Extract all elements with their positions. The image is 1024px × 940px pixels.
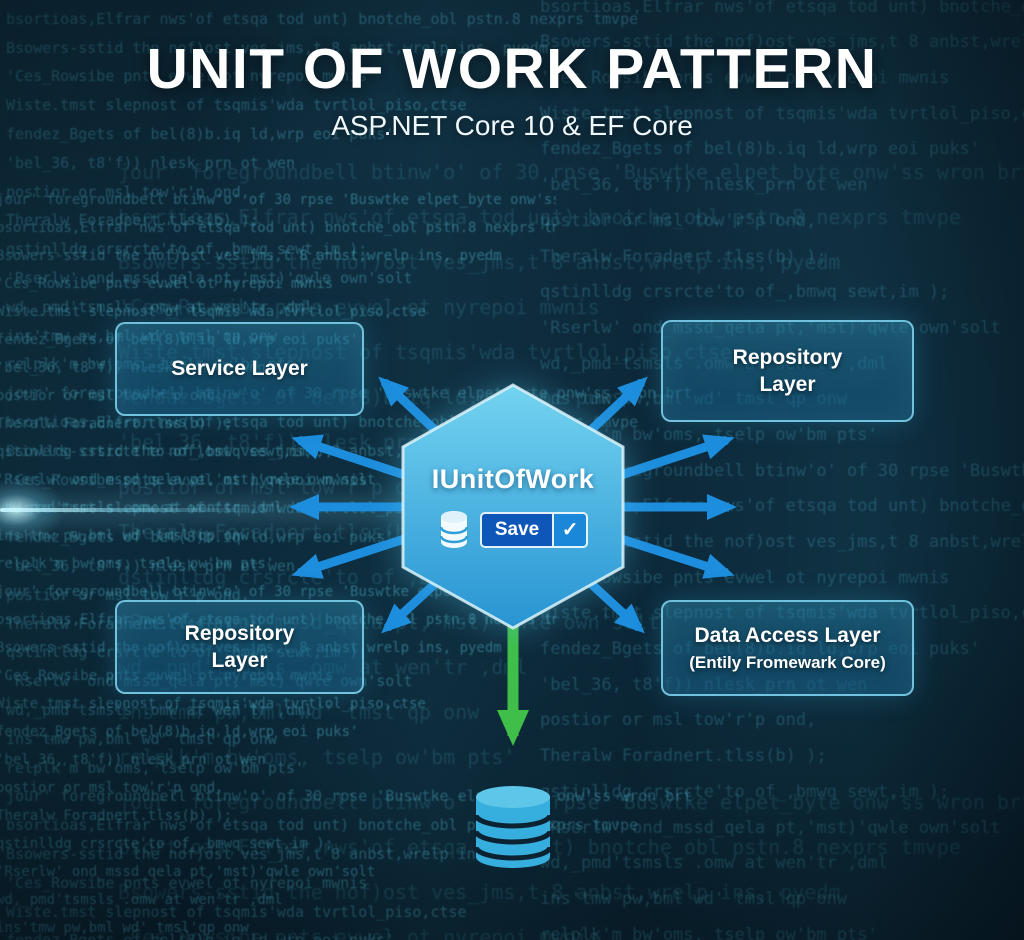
box-repository-layer-top: Repository Layer	[661, 320, 914, 422]
box-label: Layer	[211, 649, 268, 672]
box-label: Repository	[184, 621, 295, 645]
page-subtitle: ASP.NET Core 10 & EF Core	[331, 110, 693, 141]
checkmark-icon: ✓	[554, 511, 589, 548]
box-data-access-layer: Data Access Layer (Entily Fromewark Core…	[661, 600, 914, 696]
header: UNIT OF WORK PATTERN ASP.NET Core 10 & E…	[0, 36, 1024, 142]
page-title: UNIT OF WORK PATTERN	[146, 37, 878, 101]
hexagon-save-row: Save ✓	[438, 510, 589, 550]
database-icon-small	[439, 510, 469, 548]
box-label: Service Layer	[171, 357, 308, 381]
box-sublabel: (Entily Fromewark Core)	[689, 652, 886, 672]
box-label: Repository	[732, 345, 843, 369]
hexagon-content: IUnitOfWork Save ✓	[393, 375, 633, 638]
hexagon-iunitofwork: IUnitOfWork Save ✓	[393, 375, 633, 638]
save-button: Save ✓	[479, 511, 589, 548]
hexagon-label: IUnitOfWork	[431, 463, 595, 494]
save-button-label: Save	[479, 511, 555, 548]
box-repository-layer-bottom: Repository Layer	[115, 600, 364, 694]
box-service-layer: Service Layer	[115, 322, 364, 416]
box-label: Data Access Layer	[694, 624, 881, 648]
box-label: Layer	[759, 373, 816, 396]
